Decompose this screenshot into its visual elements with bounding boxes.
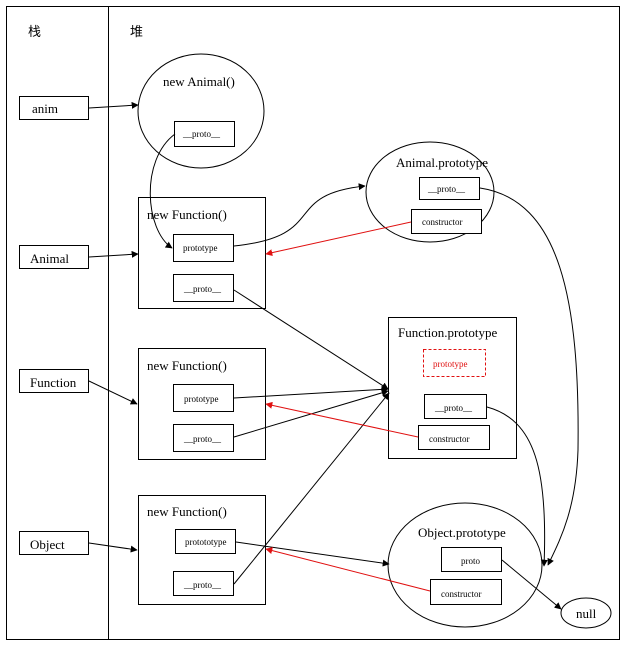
object-function-object: new Function() protototype __proto__ xyxy=(138,495,266,605)
new-animal-proto-label: __proto__ xyxy=(182,129,220,139)
animal-prototype-proto-label: __proto__ xyxy=(427,184,465,194)
function-prototype-proto-slot xyxy=(424,394,487,419)
stack-header: 栈 xyxy=(28,24,41,39)
function-prototype-prototype-slot xyxy=(423,349,486,377)
object-prototype-object: Object.prototype proto constructor xyxy=(387,502,543,628)
object-prototype-proto-label: proto xyxy=(461,556,480,566)
animal-prototype-constructor-label: constructor xyxy=(422,217,463,227)
arrow-object-prototype-constructor-to-object-fn xyxy=(265,547,431,592)
function-prototype-object: Function.prototype prototype __proto__ c… xyxy=(388,317,517,459)
function-prototype-constructor-slot xyxy=(418,425,490,450)
stack-var-anim: anim xyxy=(19,96,89,120)
function-function-proto-slot xyxy=(173,424,234,452)
stack-var-function-label: Function xyxy=(30,375,77,390)
outer-frame xyxy=(6,6,620,640)
function-function-title: new Function() xyxy=(147,358,227,373)
object-function-prototype-slot xyxy=(175,529,236,554)
function-function-prototype-label: prototype xyxy=(184,394,219,404)
animal-prototype-proto-slot xyxy=(419,177,480,200)
reference-arrows xyxy=(88,101,579,610)
object-prototype-title: Object.prototype xyxy=(418,525,506,540)
arrow-function-var-to-function-fn xyxy=(88,380,138,405)
arrow-object-prototype-proto-to-null xyxy=(501,559,562,610)
arrow-animal-var-to-animal-fn xyxy=(88,250,139,258)
object-function-proto-label: __proto__ xyxy=(183,580,221,590)
stack-var-animal-label: Animal xyxy=(30,251,69,266)
function-prototype-proto-label: __proto__ xyxy=(434,403,472,413)
object-function-title: new Function() xyxy=(147,504,227,519)
arrow-object-fn-prototype-to-object-prototype xyxy=(235,541,390,567)
arrow-animal-prototype-constructor-to-animal-fn xyxy=(265,221,412,257)
new-animal-title: new Animal() xyxy=(163,74,235,89)
object-prototype-constructor-slot xyxy=(430,579,502,605)
function-function-proto-label: __proto__ xyxy=(183,434,221,444)
object-prototype-constructor-label: constructor xyxy=(441,589,482,599)
stack-var-object: Object xyxy=(19,531,89,555)
function-function-object: new Function() prototype __proto__ xyxy=(138,348,266,460)
function-prototype-prototype-label: prototype xyxy=(433,359,468,369)
arrow-object-var-to-object-fn xyxy=(88,542,138,553)
null-label: null xyxy=(576,606,597,621)
stack-var-animal: Animal xyxy=(19,245,89,269)
stack-var-anim-label: anim xyxy=(32,101,58,116)
stack-var-function: Function xyxy=(19,369,89,393)
object-function-prototype-label: protototype xyxy=(185,537,227,547)
animal-function-prototype-label: prototype xyxy=(183,243,218,253)
animal-function-object: new Function() prototype __proto__ xyxy=(138,197,266,309)
new-animal-object: new Animal() __proto__ xyxy=(137,53,265,169)
arrow-animal-fn-proto-to-function-prototype xyxy=(233,289,389,390)
constructor-arrows xyxy=(265,221,431,592)
animal-prototype-title: Animal.prototype xyxy=(396,155,488,170)
arrow-new-animal-proto-to-animal-fn-prototype xyxy=(149,133,176,249)
function-function-prototype-slot xyxy=(173,384,234,412)
stack-var-object-label: Object xyxy=(30,537,65,552)
function-prototype-constructor-label: constructor xyxy=(429,434,470,444)
animal-prototype-object: Animal.prototype __proto__ constructor xyxy=(365,141,495,243)
heap-header: 堆 xyxy=(130,24,143,39)
animal-prototype-constructor-slot xyxy=(411,209,482,234)
arrow-anim-to-new-animal xyxy=(88,101,139,109)
animal-function-prototype-slot xyxy=(173,234,234,262)
object-function-proto-slot xyxy=(173,571,234,596)
arrow-animal-prototype-proto-to-object-prototype xyxy=(479,187,579,566)
animal-function-title: new Function() xyxy=(147,207,227,222)
null-node: null xyxy=(560,597,612,629)
object-prototype-proto-slot xyxy=(441,547,502,572)
animal-function-proto-slot xyxy=(173,274,234,302)
arrow-animal-fn-prototype-to-animal-prototype xyxy=(233,183,366,247)
arrow-function-fn-prototype-to-function-prototype xyxy=(233,385,389,399)
arrow-function-prototype-constructor-to-function-fn xyxy=(265,401,419,438)
function-prototype-title: Function.prototype xyxy=(398,325,498,340)
animal-function-proto-label: __proto__ xyxy=(183,284,221,294)
arrow-function-prototype-proto-to-object-prototype xyxy=(486,406,548,567)
